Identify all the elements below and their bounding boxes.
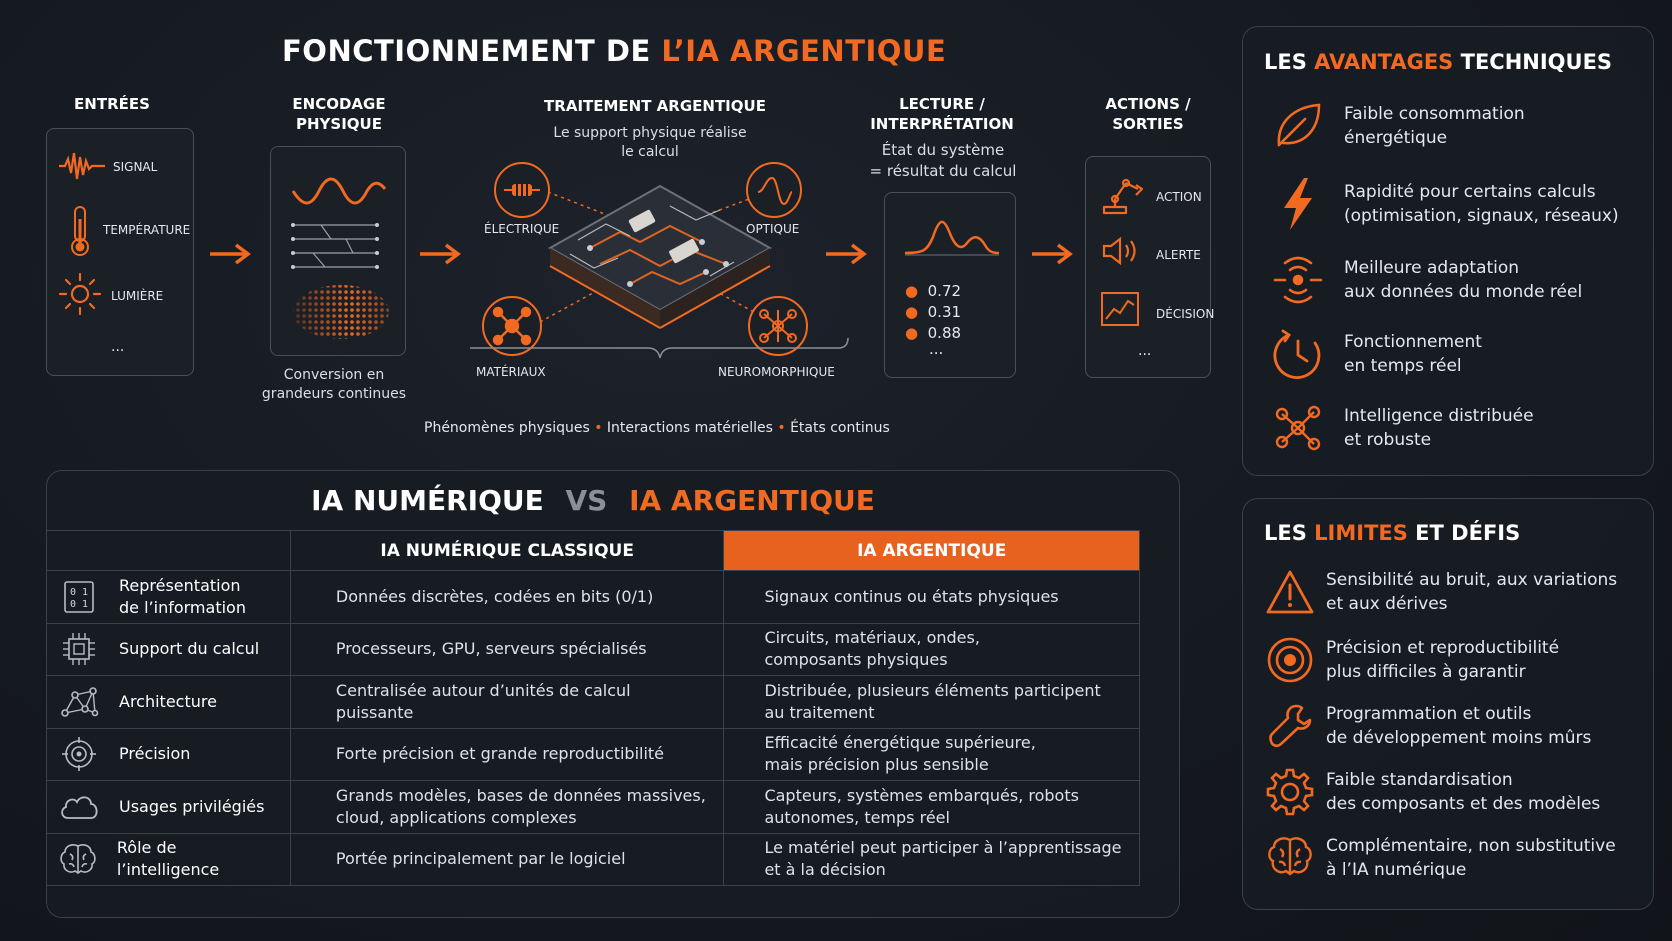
- warning-icon: [1266, 570, 1314, 614]
- output-alert-label: ALERTE: [1156, 248, 1201, 262]
- signal-icon: [59, 152, 105, 180]
- header-empty: [46, 530, 291, 571]
- inputs-title: ENTRÉES: [74, 95, 150, 113]
- node-neuromorphic-label: NEUROMORPHIQUE: [718, 365, 835, 379]
- arrow-right-icon: [1032, 243, 1073, 265]
- molecule-icon: [492, 306, 532, 346]
- advantages-panel: [1242, 26, 1654, 476]
- lightning-icon: [1284, 178, 1312, 230]
- table-row: Architecture Centralisée autour d’unités…: [46, 675, 1140, 729]
- processing-footer: Phénomènes physiques • Interactions maté…: [424, 420, 890, 436]
- target-icon: [1267, 637, 1313, 683]
- comparison-title: IA NUMÉRIQUE VS IA ARGENTIQUE: [311, 484, 875, 517]
- neuromorphic-icon: [759, 309, 797, 343]
- dot-gradient-icon: [289, 283, 389, 341]
- arrow-right-icon: [210, 243, 251, 265]
- encoding-title: ENCODAGE PHYSIQUE: [292, 95, 386, 133]
- optical-wave-icon: [757, 176, 793, 206]
- header-numeric: IA NUMÉRIQUE CLASSIQUE: [289, 530, 725, 571]
- output-action-label: ACTION: [1156, 190, 1202, 204]
- network-icon: [61, 686, 99, 717]
- clock-icon: [1273, 329, 1321, 379]
- node-materials-label: MATÉRIAUX: [476, 365, 546, 379]
- inputs-more: ...: [111, 339, 125, 355]
- comparison-table: IA NUMÉRIQUE CLASSIQUE IA ARGENTIQUE 0 1…: [46, 530, 1140, 886]
- speaker-icon: [1102, 236, 1136, 266]
- chip-icon: [63, 633, 95, 666]
- svg-text:0 1: 0 1: [70, 587, 88, 598]
- robot-arm-icon: [1102, 178, 1144, 215]
- limits-panel: [1242, 498, 1654, 910]
- node-optical-label: OPTIQUE: [746, 222, 800, 236]
- table-row: Précision Forte précision et grande repr…: [46, 727, 1140, 781]
- output-decision-label: DÉCISION: [1156, 307, 1215, 321]
- svg-text:0 1: 0 1: [70, 599, 88, 610]
- header-argentic: IA ARGENTIQUE: [723, 530, 1140, 571]
- encoding-card: [270, 146, 406, 356]
- reading-title: LECTURE / INTERPRÉTATION: [870, 95, 1014, 133]
- advantages-title: LES AVANTAGES TECHNIQUES: [1264, 50, 1613, 74]
- main-title: FONCTIONNEMENT DE L’IA ARGENTIQUE: [282, 34, 947, 68]
- inputs-card: SIGNAL TEMPÉRATURE LUMIÈRE ...: [46, 128, 194, 376]
- resistor-icon: [504, 184, 540, 196]
- continuous-wave-icon: [291, 177, 387, 205]
- circuit-lines-icon: [291, 223, 379, 269]
- thermometer-icon: [71, 206, 89, 256]
- brain-icon: [60, 844, 96, 875]
- input-light-label: LUMIÈRE: [111, 289, 164, 303]
- outputs-title: ACTIONS / SORTIES: [1105, 95, 1191, 133]
- limits-title: LES LIMITES ET DÉFIS: [1264, 521, 1521, 545]
- input-signal-label: SIGNAL: [113, 160, 158, 174]
- brain-icon: [1268, 837, 1312, 876]
- binary-icon: 0 10 1: [64, 580, 94, 613]
- processing-title: TRAITEMENT ARGENTIQUE: [544, 97, 766, 115]
- decision-chart-icon: [1101, 292, 1139, 326]
- advantage-item: Rapidité pour certains calculs(optimisat…: [1270, 176, 1619, 232]
- reading-values: ● 0.72 ● 0.31 ● 0.88 ...: [905, 282, 962, 358]
- wave-sensor-icon: [1273, 256, 1323, 304]
- processing-diagram: [470, 162, 849, 359]
- processing-subtitle: Le support physique réalise le calcul: [553, 125, 747, 160]
- leaf-icon: [1277, 103, 1321, 147]
- cloud-icon: [61, 796, 98, 819]
- table-row: Support du calcul Processeurs, GPU, serv…: [46, 622, 1140, 676]
- reading-subtitle: État du système = résultat du calcul: [869, 141, 1017, 180]
- outputs-card: ACTION ALERTE DÉCISION ...: [1085, 156, 1215, 378]
- reading-card: ● 0.72 ● 0.31 ● 0.88 ...: [884, 192, 1016, 378]
- table-row: Usages privilégiés Grands modèles, bases…: [46, 780, 1140, 834]
- encoding-caption: Conversion en grandeurs continues: [261, 367, 407, 402]
- gear-icon: [1266, 768, 1314, 816]
- sun-icon: [58, 272, 102, 316]
- arrow-right-icon: [826, 243, 867, 265]
- outputs-more: ...: [1138, 343, 1152, 359]
- peak-curve-icon: [904, 220, 1000, 256]
- table-header-row: IA NUMÉRIQUE CLASSIQUE IA ARGENTIQUE: [46, 530, 1140, 571]
- arrow-right-icon: [420, 243, 461, 265]
- table-row: Rôle de l’intelligence Portée principale…: [46, 832, 1140, 886]
- input-temperature-label: TEMPÉRATURE: [103, 223, 191, 237]
- distributed-nodes-icon: [1275, 405, 1321, 451]
- wrench-icon: [1269, 704, 1312, 748]
- target-icon: [62, 737, 96, 772]
- node-electric-label: ÉLECTRIQUE: [484, 222, 560, 236]
